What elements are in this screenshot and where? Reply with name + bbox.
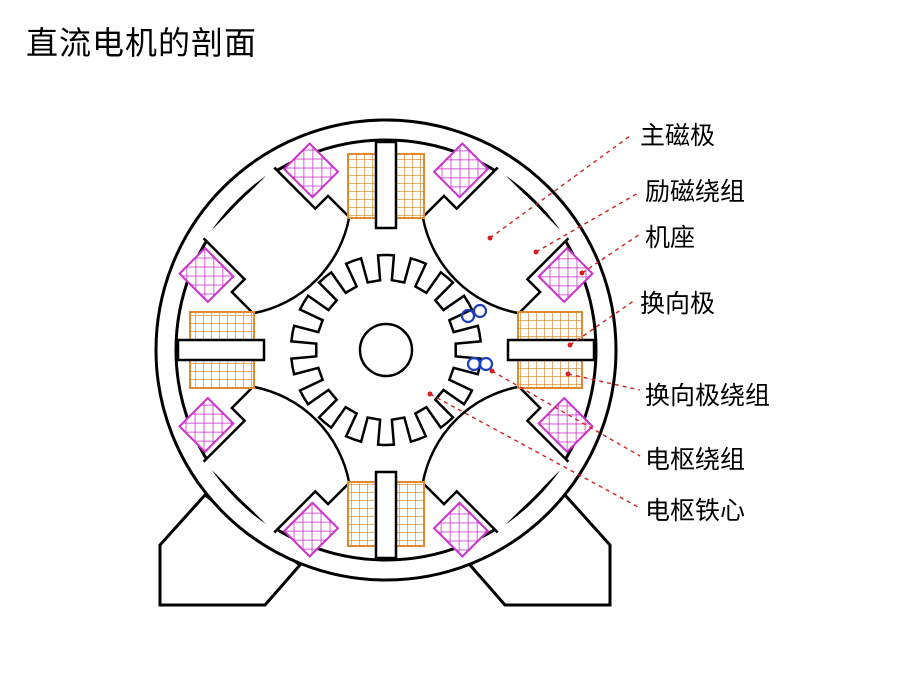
commutating-winding xyxy=(347,481,377,547)
right-foot xyxy=(467,492,612,607)
label-main-pole: 主磁极 xyxy=(640,121,716,150)
conductor xyxy=(460,308,476,324)
label-armature-winding: 电枢绕组 xyxy=(645,445,746,474)
field-winding xyxy=(537,396,594,454)
commutating-pole-body xyxy=(506,338,596,362)
commutating-winding xyxy=(347,153,377,219)
conductor xyxy=(472,303,488,319)
field-winding xyxy=(282,501,340,558)
label-field-winding: 励磁绕组 xyxy=(645,177,746,206)
commutating-winding xyxy=(395,481,425,547)
commutating-winding xyxy=(189,359,255,389)
label-frame: 机座 xyxy=(645,223,696,252)
leader-main-pole xyxy=(489,135,631,239)
base-feet xyxy=(158,492,612,607)
label-armature-core: 电枢铁心 xyxy=(645,496,746,525)
commutating-pole xyxy=(347,140,425,230)
field-winding xyxy=(178,246,235,304)
leader-frame xyxy=(581,233,641,274)
label-commutating-pole: 换向极 xyxy=(640,289,716,318)
field-winding xyxy=(432,501,490,558)
left-foot xyxy=(158,492,303,607)
leader-dots xyxy=(427,235,585,397)
page-title: 直流电机的剖面 xyxy=(26,24,258,62)
conductor xyxy=(478,356,494,372)
armature-conductors xyxy=(460,303,494,372)
label-commutating-winding: 换向极绕组 xyxy=(645,381,771,410)
commutating-pole xyxy=(347,470,425,560)
field-winding xyxy=(537,246,594,304)
commutating-pole-body xyxy=(374,470,398,560)
leader-commutating-pole xyxy=(569,299,636,346)
commutating-pole-body xyxy=(374,140,398,230)
pole-group xyxy=(176,140,596,560)
commutating-pole-body xyxy=(176,338,266,362)
field-winding xyxy=(432,142,490,199)
commutating-pole xyxy=(506,311,596,389)
field-winding xyxy=(282,142,340,199)
commutating-pole xyxy=(176,311,266,389)
shaft xyxy=(358,322,414,378)
field-winding xyxy=(178,396,235,454)
commutating-winding xyxy=(395,153,425,219)
commutating-winding xyxy=(189,311,255,341)
leader-lines xyxy=(429,135,641,509)
commutating-winding xyxy=(517,359,583,389)
commutating-winding xyxy=(517,311,583,341)
